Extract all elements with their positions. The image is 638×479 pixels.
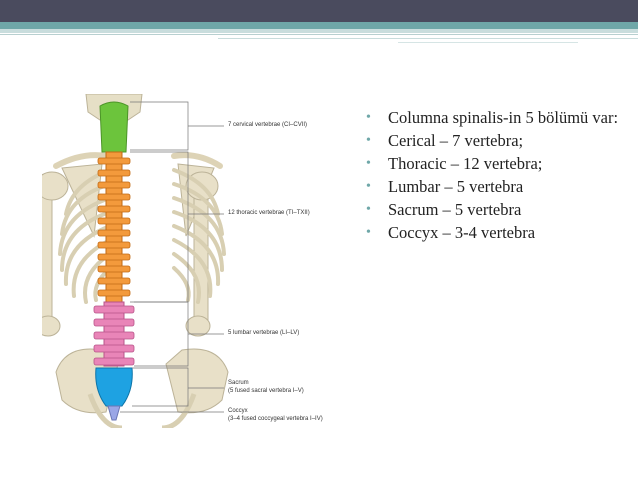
bullet-text: Cerical – 7 vertebra; bbox=[388, 131, 524, 150]
coccyx-label: Coccyx bbox=[228, 408, 248, 414]
sacrum-label: Sacrum bbox=[228, 380, 249, 386]
spine-illustration: 7 cervical vertebrae (CI–CVII) 12 thorac… bbox=[42, 94, 342, 428]
bullet-text: Coccyx – 3-4 vertebra bbox=[388, 223, 536, 242]
bullet-icon: • bbox=[366, 202, 371, 217]
bullet-text: Sacrum – 5 vertebra bbox=[388, 200, 522, 219]
bullet-list: • Columna spinalis-in 5 bölümü var: • Ceri… bbox=[360, 106, 630, 244]
cervical-label: 7 cervical vertebrae (CI–CVII) bbox=[228, 122, 308, 128]
accent-band bbox=[0, 22, 638, 29]
bullet-icon: • bbox=[366, 225, 371, 240]
bullet-item: • Thoracic – 12 vertebra; bbox=[360, 152, 630, 175]
bullet-item: • Sacrum – 5 vertebra bbox=[360, 198, 630, 221]
thoracic-label: 12 thoracic vertebrae (TI–TXII) bbox=[228, 210, 310, 216]
bullet-item: • Lumbar – 5 vertebra bbox=[360, 175, 630, 198]
lumbar-label: 5 lumbar vertebrae (LI–LV) bbox=[228, 330, 300, 336]
bullet-icon: • bbox=[366, 179, 371, 194]
bullet-icon: • bbox=[366, 156, 371, 171]
sacrum-sublabel: (5 fused sacral vertebra I–V) bbox=[228, 388, 304, 394]
bullet-text: Thoracic – 12 vertebra; bbox=[388, 154, 543, 173]
bullet-item: • Coccyx – 3-4 vertebra bbox=[360, 221, 630, 244]
bullet-icon: • bbox=[366, 133, 371, 148]
bullet-icon: • bbox=[366, 110, 371, 125]
accent-band-light bbox=[0, 29, 638, 33]
title-bar bbox=[0, 0, 638, 22]
divider-line bbox=[218, 38, 638, 39]
bullet-text: Columna spinalis-in 5 bölümü var: bbox=[388, 108, 619, 127]
divider-line bbox=[398, 42, 578, 43]
bullet-item: • Columna spinalis-in 5 bölümü var: bbox=[360, 106, 630, 129]
bullet-text: Lumbar – 5 vertebra bbox=[388, 177, 524, 196]
coccyx-sublabel: (3–4 fused coccygeal vertebra I–IV) bbox=[228, 416, 323, 422]
skeleton-drawing bbox=[42, 94, 229, 428]
bullet-item: • Cerical – 7 vertebra; bbox=[360, 129, 630, 152]
divider-line bbox=[0, 34, 638, 35]
